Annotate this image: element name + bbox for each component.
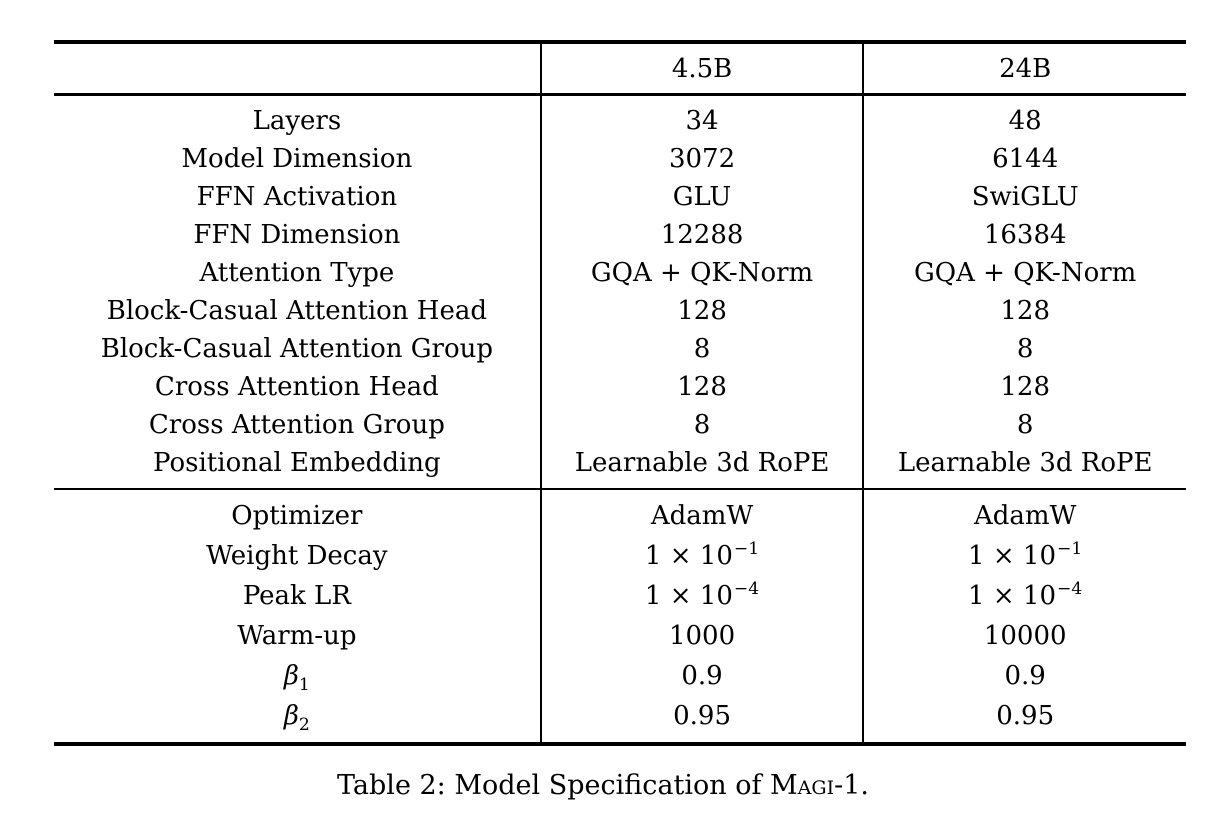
- row-label: Cross Attention Group: [148, 410, 445, 440]
- table-row-cross-attention-group: Cross Attention Group 8 8: [54, 406, 1186, 444]
- cell-24b: GQA + QK-Norm: [862, 254, 1186, 292]
- cell-4-5b: 8: [539, 330, 864, 368]
- subscript: 1: [298, 675, 310, 696]
- cell-4-5b: Learnable 3d RoPE: [539, 444, 864, 489]
- table-caption: Table 2: Model Specification of Magi-1.: [0, 770, 1206, 801]
- subscript: 2: [298, 715, 310, 736]
- cell-4-5b: GQA + QK-Norm: [539, 254, 864, 292]
- row-label: FFN Activation: [196, 182, 398, 212]
- cell-24b: 16384: [862, 216, 1186, 254]
- row-label: FFN Dimension: [193, 220, 401, 250]
- cell-24b: SwiGLU: [862, 178, 1186, 216]
- table-row-cross-attention-head: Cross Attention Head 128 128: [54, 368, 1186, 406]
- table-row-attention-type: Attention Type GQA + QK-Norm GQA + QK-No…: [54, 254, 1186, 292]
- cell-24b: AdamW: [862, 489, 1186, 536]
- cell-24b: 48: [862, 94, 1186, 140]
- table-row-layers: Layers 34 48: [54, 94, 1186, 140]
- header-empty-cell: [54, 42, 541, 95]
- cell-24b: Learnable 3d RoPE: [862, 444, 1186, 489]
- table-row-block-casual-attention-group: Block-Casual Attention Group 8 8: [54, 330, 1186, 368]
- row-label: Block-Casual Attention Head: [106, 296, 487, 326]
- header-col-4-5b: 4.5B: [539, 42, 864, 95]
- row-label: Attention Type: [199, 258, 395, 288]
- row-label: Layers: [252, 106, 342, 136]
- table-row-weight-decay: Weight Decay 1 × 10−1 1 × 10−1: [54, 536, 1186, 576]
- header-col-24b: 24B: [862, 42, 1186, 95]
- row-label: Optimizer: [231, 501, 363, 531]
- cell-24b: 128: [862, 368, 1186, 406]
- row-label: Peak LR: [242, 581, 351, 611]
- cell-24b: 6144: [862, 140, 1186, 178]
- caption-smallcaps-magi: Magi: [770, 770, 835, 801]
- cell-4-5b: 12288: [539, 216, 864, 254]
- cell-24b: 0.95: [862, 696, 1186, 744]
- cell-4-5b: 0.95: [539, 696, 864, 744]
- cell-4-5b: 1000: [539, 616, 864, 656]
- table-row-positional-embedding: Positional Embedding Learnable 3d RoPE L…: [54, 444, 1186, 489]
- table-row-ffn-dimension: FFN Dimension 12288 16384: [54, 216, 1186, 254]
- cell-4-5b: 128: [539, 292, 864, 330]
- table-row-block-casual-attention-head: Block-Casual Attention Head 128 128: [54, 292, 1186, 330]
- cell-4-5b: 1 × 10−4: [539, 576, 864, 616]
- optimizer-section: Optimizer AdamW AdamW Weight Decay 1 × 1…: [54, 489, 1186, 744]
- cell-24b: 8: [862, 330, 1186, 368]
- table-row-warm-up: Warm-up 1000 10000: [54, 616, 1186, 656]
- cell-4-5b: 0.9: [539, 656, 864, 696]
- row-label: β2: [283, 701, 310, 736]
- cell-24b: 1 × 10−1: [862, 536, 1186, 576]
- cell-4-5b: 1 × 10−1: [539, 536, 864, 576]
- cell-4-5b: 128: [539, 368, 864, 406]
- table-row-peak-lr: Peak LR 1 × 10−4 1 × 10−4: [54, 576, 1186, 616]
- row-label: Cross Attention Head: [154, 372, 439, 402]
- cell-24b: 0.9: [862, 656, 1186, 696]
- cell-24b: 8: [862, 406, 1186, 444]
- architecture-section: Layers 34 48 Model Dimension 3072 6144 F…: [54, 94, 1186, 489]
- row-label: Warm-up: [237, 621, 357, 651]
- row-label: Positional Embedding: [153, 448, 441, 478]
- table-row-beta2: β2 0.95 0.95: [54, 696, 1186, 744]
- table-row-optimizer: Optimizer AdamW AdamW: [54, 489, 1186, 536]
- caption-text-after: -1.: [834, 770, 869, 801]
- model-spec-table-container: 4.5B 24B Layers 34 48 Model Dimension 30…: [54, 40, 1186, 746]
- cell-4-5b: AdamW: [539, 489, 864, 536]
- cell-4-5b: 34: [539, 94, 864, 140]
- cell-24b: 128: [862, 292, 1186, 330]
- cell-24b: 1 × 10−4: [862, 576, 1186, 616]
- cell-24b: 10000: [862, 616, 1186, 656]
- cell-4-5b: 3072: [539, 140, 864, 178]
- cell-4-5b: GLU: [539, 178, 864, 216]
- exponent: −4: [733, 579, 760, 600]
- row-label: Weight Decay: [206, 541, 388, 571]
- table-row-model-dimension: Model Dimension 3072 6144: [54, 140, 1186, 178]
- exponent: −4: [1057, 579, 1083, 600]
- row-label: Block-Casual Attention Group: [100, 334, 494, 364]
- table-row-beta1: β1 0.9 0.9: [54, 656, 1186, 696]
- header-row: 4.5B 24B: [54, 42, 1186, 95]
- row-label: β1: [283, 661, 310, 696]
- exponent: −1: [1057, 539, 1083, 560]
- exponent: −1: [733, 539, 760, 560]
- caption-text-before: Table 2: Model Specification of: [337, 770, 771, 801]
- cell-4-5b: 8: [539, 406, 864, 444]
- model-spec-table: 4.5B 24B Layers 34 48 Model Dimension 30…: [54, 40, 1186, 746]
- table-row-ffn-activation: FFN Activation GLU SwiGLU: [54, 178, 1186, 216]
- row-label: Model Dimension: [181, 144, 413, 174]
